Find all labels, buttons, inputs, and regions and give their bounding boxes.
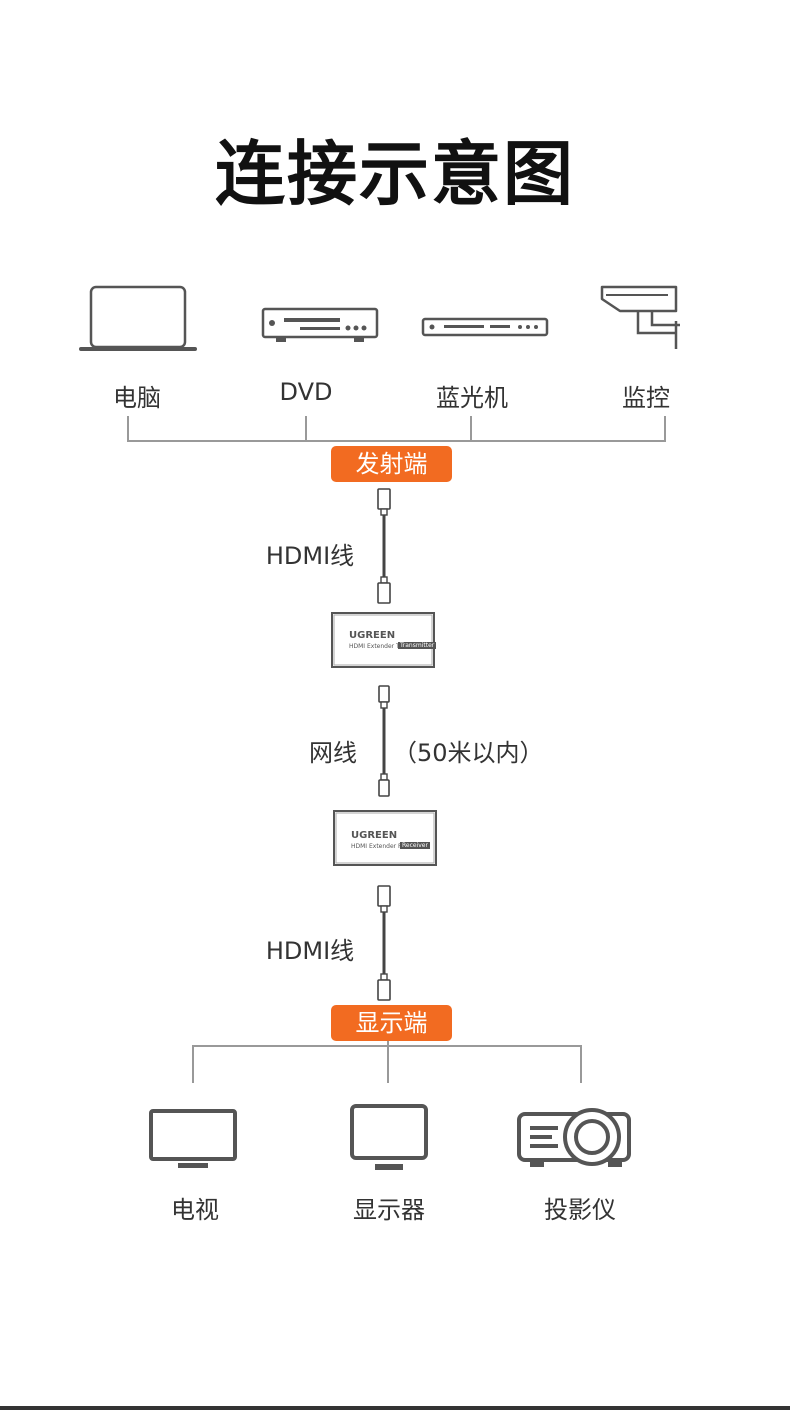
display-bracket-tick-tv <box>192 1045 194 1083</box>
display-bracket-tick-projector <box>580 1045 582 1083</box>
tv-icon <box>149 1109 237 1168</box>
laptop-icon <box>79 285 197 351</box>
source-label-dvd: DVD <box>279 378 333 406</box>
transmitter-extender-box <box>331 612 435 668</box>
cable-label-hdmi-bottom: HDMI线 <box>265 937 355 965</box>
network-cable <box>378 685 390 797</box>
monitor-icon <box>350 1104 428 1170</box>
hdmi-cable-top <box>377 488 391 604</box>
display-label-tv: 电视 <box>171 1196 219 1224</box>
source-bracket-horizontal <box>128 440 666 442</box>
display-bracket-tick-monitor <box>387 1041 389 1083</box>
transmitter-badge: 发射端 <box>331 446 452 482</box>
source-label-camera: 监控 <box>622 384 670 412</box>
bluray-player-icon <box>421 317 549 337</box>
receiver-brand: UGREEN <box>351 830 398 841</box>
receiver-badge: 显示端 <box>331 1005 452 1041</box>
page-title: 连接示意图 <box>215 133 575 215</box>
source-bracket-tick-bluray <box>470 416 472 442</box>
transmitter-model: HDMI Extender TX <box>349 643 404 650</box>
hdmi-cable-bottom <box>377 885 391 1001</box>
receiver-extender-box <box>333 810 437 866</box>
source-bracket-tick-pc <box>127 416 129 442</box>
dvd-player-icon <box>261 307 379 342</box>
source-label-pc: 电脑 <box>113 384 161 412</box>
display-label-projector: 投影仪 <box>544 1196 616 1224</box>
cable-distance-note: （50米以内） <box>393 739 544 767</box>
cable-label-hdmi-top: HDMI线 <box>265 542 355 570</box>
projector-icon <box>517 1108 631 1167</box>
display-label-monitor: 显示器 <box>353 1196 425 1224</box>
source-label-bluray: 蓝光机 <box>436 384 508 412</box>
receiver-model: HDMI Extender RX <box>351 843 407 850</box>
bottom-border <box>0 1406 790 1410</box>
receiver-tag: Receiver <box>400 842 430 849</box>
source-bracket-tick-camera <box>664 416 666 442</box>
transmitter-tag: Transmitter <box>398 642 437 649</box>
source-bracket-tick-dvd <box>305 416 307 442</box>
transmitter-brand: UGREEN <box>349 630 396 641</box>
cable-label-network: 网线 <box>309 739 357 767</box>
security-camera-icon <box>600 285 680 349</box>
